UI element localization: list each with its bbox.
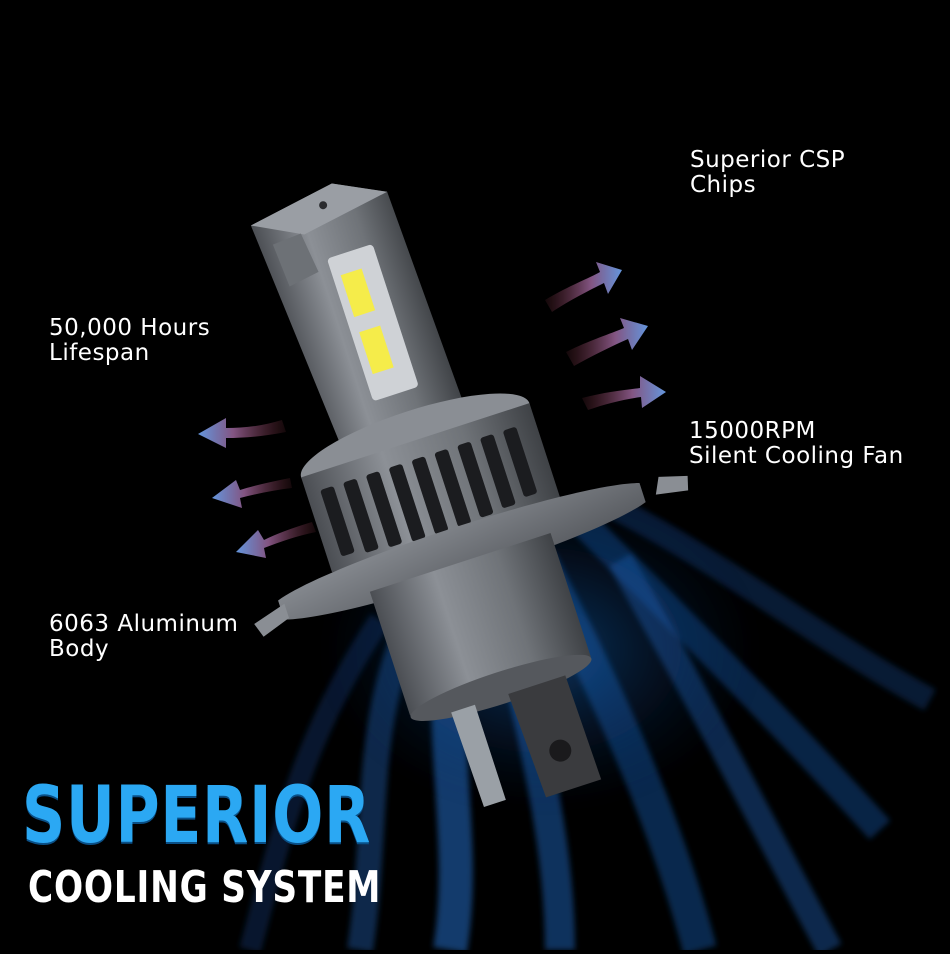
feature-cooling-fan: 15000RPM Silent Cooling Fan — [689, 419, 904, 469]
feature-aluminum-body: 6063 Aluminum Body — [49, 612, 238, 662]
feature-line: 6063 Aluminum — [49, 611, 239, 637]
feature-line: Body — [49, 636, 110, 662]
airflow-arrow — [545, 262, 666, 410]
feature-lifespan: 50,000 Hours Lifespan — [49, 316, 210, 366]
feature-line: Chips — [690, 172, 757, 198]
feature-line: 50,000 Hours — [49, 315, 211, 341]
feature-line: Lifespan — [49, 340, 150, 366]
feature-line: 15000RPM — [689, 418, 816, 444]
airflow-arrow — [198, 418, 316, 558]
feature-csp-chips: Superior CSP Chips — [690, 148, 845, 198]
headline-subtitle: COOLING SYSTEM — [28, 862, 382, 913]
led-bulb — [250, 183, 689, 807]
feature-line: Silent Cooling Fan — [689, 443, 904, 469]
headline-title: SUPERIOR — [22, 771, 372, 861]
feature-line: Superior CSP — [690, 147, 846, 173]
